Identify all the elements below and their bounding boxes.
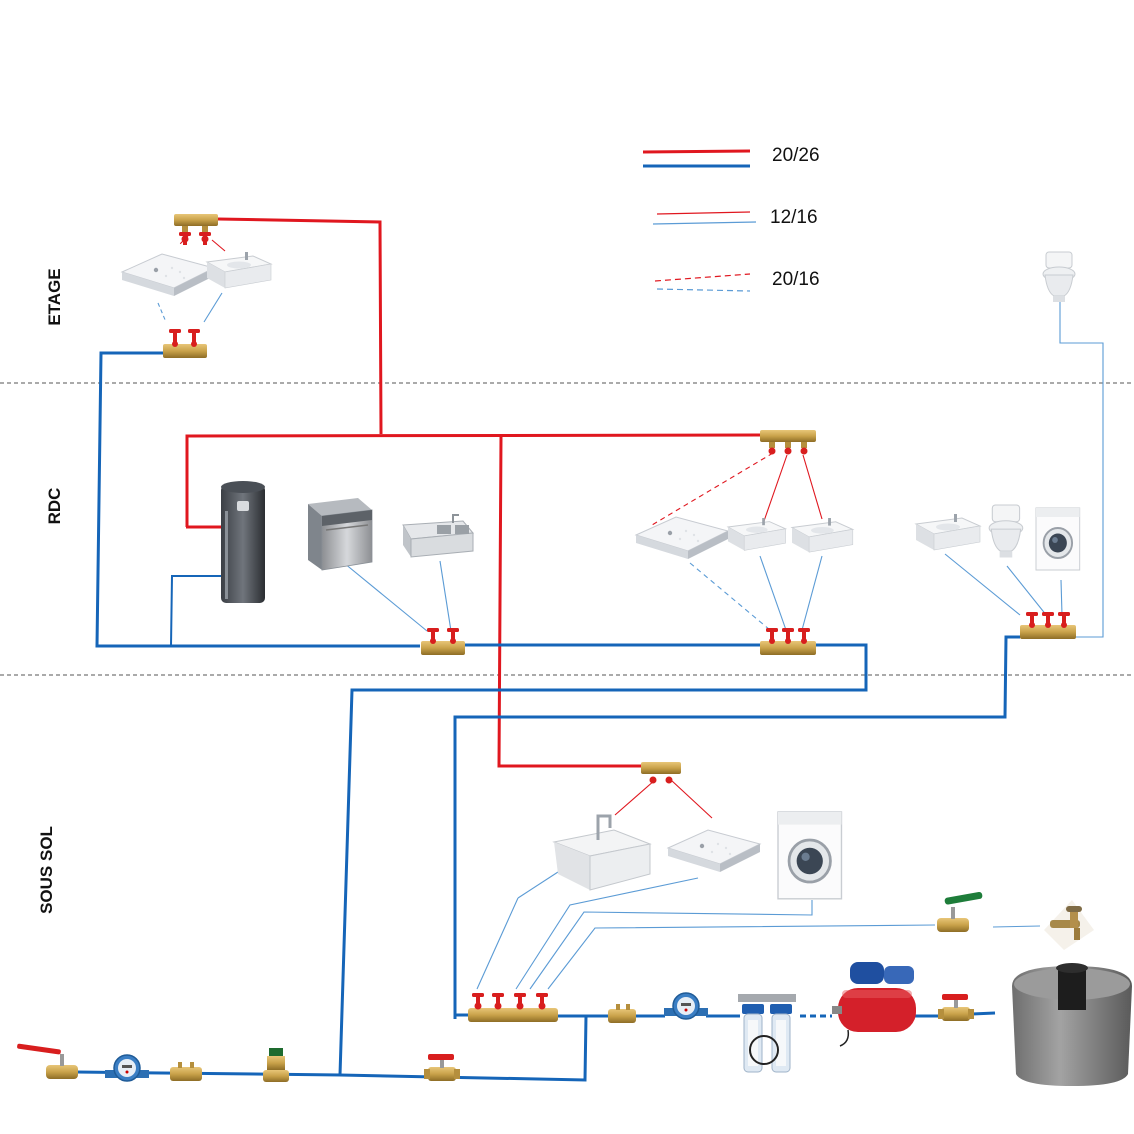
legend-label-12-16: 12/16 (770, 207, 818, 228)
washbasin-icon (915, 513, 981, 551)
cold-pipe-to-water-heater (170, 575, 222, 647)
ball-valve-icon (938, 994, 974, 1021)
manifold-icon (163, 329, 207, 358)
legend-label-20-26: 20/26 (772, 145, 820, 166)
branch-sous-sol-washer (529, 900, 813, 990)
branch-sous-sol-sink-hot (614, 779, 656, 816)
branch-etage-cold-2 (203, 292, 223, 323)
dishwasher-icon (308, 498, 373, 571)
hot-water-network (185, 217, 761, 768)
branch-sous-sol-shower-hot (670, 779, 713, 819)
cold-water-network (75, 351, 1020, 1082)
garden-tap-icon (1044, 900, 1094, 950)
legend-hot-thick-line (642, 149, 751, 154)
cold-pipe-rdc-to-etage (95, 351, 420, 648)
washbasin-icon (206, 251, 272, 289)
floor-label-rdc: RDC (45, 488, 64, 525)
hot-pipe-to-etage (217, 217, 383, 435)
legend: 20/26 12/16 20/16 (642, 145, 820, 292)
branch-sous-sol-sink-cold-a (517, 871, 559, 899)
water-meter-icon (104, 1054, 150, 1082)
floor-label-etage: ETAGE (45, 268, 64, 325)
branch-bath-basin1-hot (763, 454, 788, 522)
washbasin-icon (791, 517, 854, 553)
branch-sous-sol-shower-cold (515, 877, 699, 990)
washing-machine-icon (1035, 507, 1081, 571)
manifold-icon (174, 214, 218, 245)
branch-bath-shower-cold (689, 562, 771, 631)
toilet-icon (1042, 251, 1076, 303)
water-tank-icon (1012, 963, 1132, 1086)
cold-pipe-seg-e (971, 1011, 996, 1016)
cold-pipe-main-to-rdc (75, 643, 868, 1077)
garden-valve-icon (937, 891, 983, 932)
hot-pipe-to-sous-sol (497, 435, 645, 768)
shower-tray-icon (667, 829, 761, 873)
pressure-reducer-icon (263, 1048, 289, 1082)
cold-pipe-sous-sol-loop (339, 1014, 588, 1082)
branch-etage-cold-1 (157, 302, 167, 323)
manifold-icon (421, 628, 465, 655)
branch-lines (157, 235, 1104, 990)
washing-machine-icon (776, 810, 843, 901)
branch-bath-basin2-cold (801, 555, 823, 631)
toilet-icon (988, 504, 1024, 559)
hot-pipe-rdc-main (185, 433, 761, 527)
branch-sous-sol-garden (547, 924, 936, 990)
water-filter-icon (738, 994, 796, 1073)
floor-label-sous-sol: SOUS SOL (37, 826, 56, 914)
ball-valve-icon (17, 1043, 78, 1079)
branch-garden-tap (992, 925, 1041, 928)
shower-tray-icon (121, 253, 215, 297)
legend-cold-thin-line (652, 221, 757, 225)
legend-label-20-16: 20/16 (772, 269, 820, 290)
manifold-icon (1020, 612, 1076, 639)
fitting-icon (170, 1062, 202, 1081)
sous-sol-manifold-icon (468, 993, 558, 1022)
kitchen-sink-icon (402, 514, 474, 558)
branch-etage-hot-2 (211, 239, 226, 252)
branch-etage-toilet (1059, 300, 1104, 638)
branch-right-basin (944, 553, 1021, 616)
ball-valve-icon (424, 1054, 460, 1081)
branch-bath-shower-hot (651, 452, 774, 526)
booster-pump-icon (832, 962, 916, 1047)
water-heater-icon (221, 481, 265, 603)
branch-sous-sol-sink-cold-b (476, 897, 519, 990)
cold-pipe-to-rdc-right (453, 635, 1020, 1019)
branch-kitchen-sink (439, 560, 452, 632)
water-meter-icon (663, 992, 709, 1020)
legend-hot-thin-line (656, 211, 751, 215)
manifold-icon (760, 628, 816, 655)
washbasin-icon (727, 517, 787, 551)
branch-right-washer (1060, 579, 1063, 616)
legend-hot-dashed-line (654, 273, 751, 282)
branch-bath-basin1-cold (759, 555, 787, 631)
legend-cold-dashed-line (656, 288, 751, 292)
branch-bath-basin2-hot (802, 454, 823, 520)
shower-tray-icon (635, 516, 729, 560)
branch-dishwasher (343, 562, 428, 632)
manifold-icon (760, 430, 816, 455)
fitting-icon (608, 1004, 636, 1023)
branch-right-toilet (1006, 565, 1048, 617)
utility-sink-icon (552, 814, 652, 891)
manifold-icon (641, 762, 681, 784)
